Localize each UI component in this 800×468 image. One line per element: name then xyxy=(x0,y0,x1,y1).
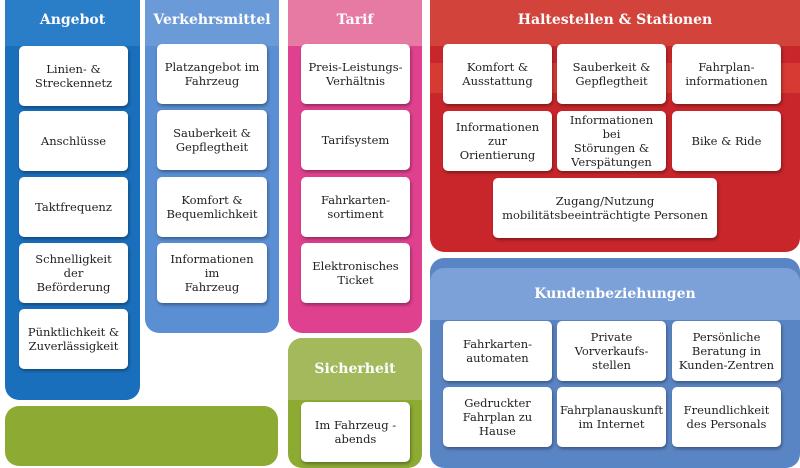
sicherheit-panel: Sicherheit Im Fahrzeug - abends xyxy=(288,338,422,468)
tarif-item: Fahrkarten- sortiment xyxy=(301,177,410,237)
tarif-panel: Tarif Preis-Leistungs- Verhältnis Tarifs… xyxy=(288,0,422,333)
kundenbeziehungen-title: Kundenbeziehungen xyxy=(430,268,800,320)
kundenbeziehungen-item: Private Vorverkaufs- stellen xyxy=(557,321,666,381)
partial-green-panel xyxy=(5,406,278,466)
verkehrsmittel-item: Informationen im Fahrzeug xyxy=(157,243,267,303)
tarif-item: Tarifsystem xyxy=(301,110,410,170)
haltestellen-item: Komfort & Ausstattung xyxy=(443,44,552,104)
haltestellen-item: Sauberkeit & Gepflegtheit xyxy=(557,44,666,104)
haltestellen-panel: Haltestellen & Stationen Komfort & Ausst… xyxy=(430,0,800,252)
verkehrsmittel-item: Sauberkeit & Gepflegtheit xyxy=(157,110,267,170)
sicherheit-item: Im Fahrzeug - abends xyxy=(301,402,410,462)
haltestellen-item: Informationen zur Orientierung xyxy=(443,111,552,171)
kundenbeziehungen-item: Freundlichkeit des Personals xyxy=(672,387,781,447)
angebot-item: Linien- & Streckennetz xyxy=(19,46,128,106)
haltestellen-item: Fahrplan- informationen xyxy=(672,44,781,104)
kundenbeziehungen-item: Gedruckter Fahrplan zu Hause xyxy=(443,387,552,447)
haltestellen-item: Zugang/Nutzung mobilitätsbeeinträchtigte… xyxy=(493,178,717,238)
tarif-item: Preis-Leistungs- Verhältnis xyxy=(301,44,410,104)
sicherheit-title: Sicherheit xyxy=(288,338,422,400)
angebot-item: Anschlüsse xyxy=(19,111,128,171)
haltestellen-title: Haltestellen & Stationen xyxy=(430,0,800,46)
haltestellen-item: Informationen bei Störungen & Verspätung… xyxy=(557,111,666,171)
angebot-title: Angebot xyxy=(5,0,140,46)
angebot-panel: Angebot Linien- & Streckennetz Anschlüss… xyxy=(5,0,140,400)
haltestellen-item: Bike & Ride xyxy=(672,111,781,171)
angebot-item: Taktfrequenz xyxy=(19,177,128,237)
kundenbeziehungen-item: Fahrkarten- automaten xyxy=(443,321,552,381)
verkehrsmittel-item: Platzangebot im Fahrzeug xyxy=(157,44,267,104)
kundenbeziehungen-item: Fahrplanauskunft im Internet xyxy=(557,387,666,447)
verkehrsmittel-item: Komfort & Bequemlichkeit xyxy=(157,177,267,237)
tarif-item: Elektronisches Ticket xyxy=(301,243,410,303)
angebot-item: Pünktlichkeit & Zuverlässigkeit xyxy=(19,309,128,369)
angebot-item: Schnelligkeit der Beförderung xyxy=(19,243,128,303)
verkehrsmittel-panel: Verkehrsmittel Platzangebot im Fahrzeug … xyxy=(145,0,279,333)
tarif-title: Tarif xyxy=(288,0,422,46)
kundenbeziehungen-panel: Kundenbeziehungen Fahrkarten- automaten … xyxy=(430,258,800,468)
kundenbeziehungen-item: Persönliche Beratung in Kunden-Zentren xyxy=(672,321,781,381)
verkehrsmittel-title: Verkehrsmittel xyxy=(145,0,279,46)
